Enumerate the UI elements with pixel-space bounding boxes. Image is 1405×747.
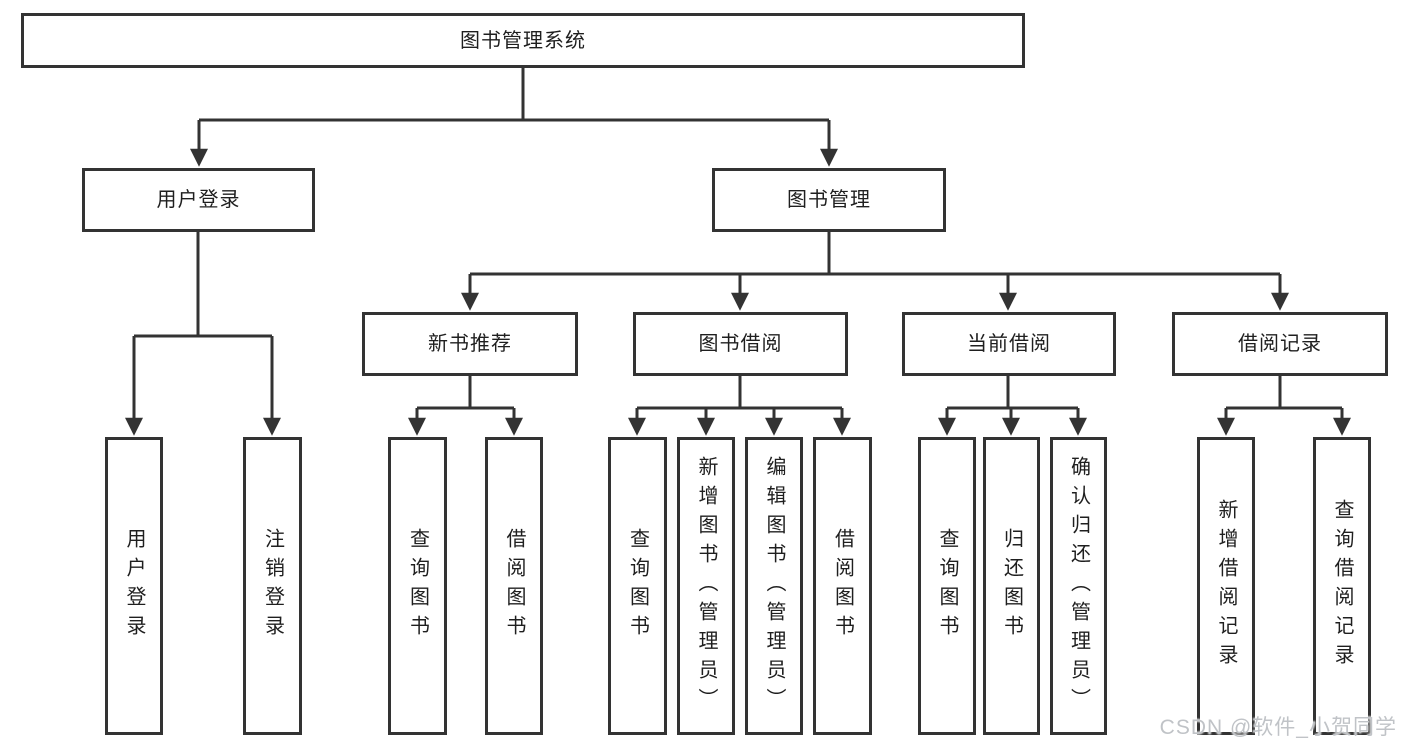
node-user-login: 用户登录 [82,168,315,232]
node-new-book-recommend-label: 新书推荐 [428,333,512,355]
node-book-management: 图书管理 [712,168,946,232]
leaf-borrow-edit-books-admin-label: 编辑图书（管理员） [763,455,785,717]
node-current-borrow: 当前借阅 [902,312,1116,376]
leaf-logout-label: 注销登录 [261,528,284,644]
leaf-newbook-query-books-label: 查询图书 [406,528,429,644]
watermark: CSDN @软件_小贺同学 [1159,716,1397,739]
leaf-newbook-borrow-books: 借阅图书 [485,437,543,735]
leaf-records-add-record-label: 新增借阅记录 [1215,499,1237,673]
node-book-borrow: 图书借阅 [633,312,848,376]
connector-root [190,68,838,167]
leaf-current-query-books-label: 查询图书 [936,528,958,644]
connector-current-borrow [938,376,1087,436]
leaf-records-query-record: 查询借阅记录 [1313,437,1371,735]
node-book-management-label: 图书管理 [787,189,871,211]
leaf-borrow-add-books-admin-label: 新增图书（管理员） [695,455,717,717]
leaf-current-confirm-return-admin-label: 确认归还（管理员） [1067,455,1090,717]
node-new-book-recommend: 新书推荐 [362,312,578,376]
leaf-newbook-borrow-books-label: 借阅图书 [503,528,525,644]
node-borrow-records: 借阅记录 [1172,312,1388,376]
leaf-borrow-edit-books-admin: 编辑图书（管理员） [745,437,803,735]
connector-user-login [125,232,281,436]
leaf-logout: 注销登录 [243,437,302,735]
node-root: 图书管理系统 [21,13,1025,68]
leaf-borrow-borrow-books: 借阅图书 [813,437,872,735]
leaf-current-confirm-return-admin: 确认归还（管理员） [1050,437,1107,735]
leaf-borrow-query-books-label: 查询图书 [626,528,649,644]
connector-book-borrow [628,376,851,436]
node-current-borrow-label: 当前借阅 [967,333,1051,355]
leaf-newbook-query-books: 查询图书 [388,437,447,735]
connector-book-management [461,232,1289,311]
leaf-records-query-record-label: 查询借阅记录 [1331,499,1353,673]
node-root-label: 图书管理系统 [460,29,586,52]
leaf-borrow-query-books: 查询图书 [608,437,667,735]
leaf-borrow-add-books-admin: 新增图书（管理员） [677,437,735,735]
leaf-borrow-borrow-books-label: 借阅图书 [831,528,854,644]
leaf-records-add-record: 新增借阅记录 [1197,437,1255,735]
node-user-login-label: 用户登录 [156,189,241,211]
connector-borrow-records [1217,376,1351,436]
leaf-current-query-books: 查询图书 [918,437,976,735]
node-book-borrow-label: 图书借阅 [698,333,783,355]
leaf-current-return-books-label: 归还图书 [1000,528,1023,644]
connector-new-book [408,376,523,436]
leaf-current-return-books: 归还图书 [983,437,1040,735]
node-borrow-records-label: 借阅记录 [1238,333,1322,355]
leaf-user-login: 用户登录 [105,437,163,735]
leaf-user-login-label: 用户登录 [123,528,145,644]
